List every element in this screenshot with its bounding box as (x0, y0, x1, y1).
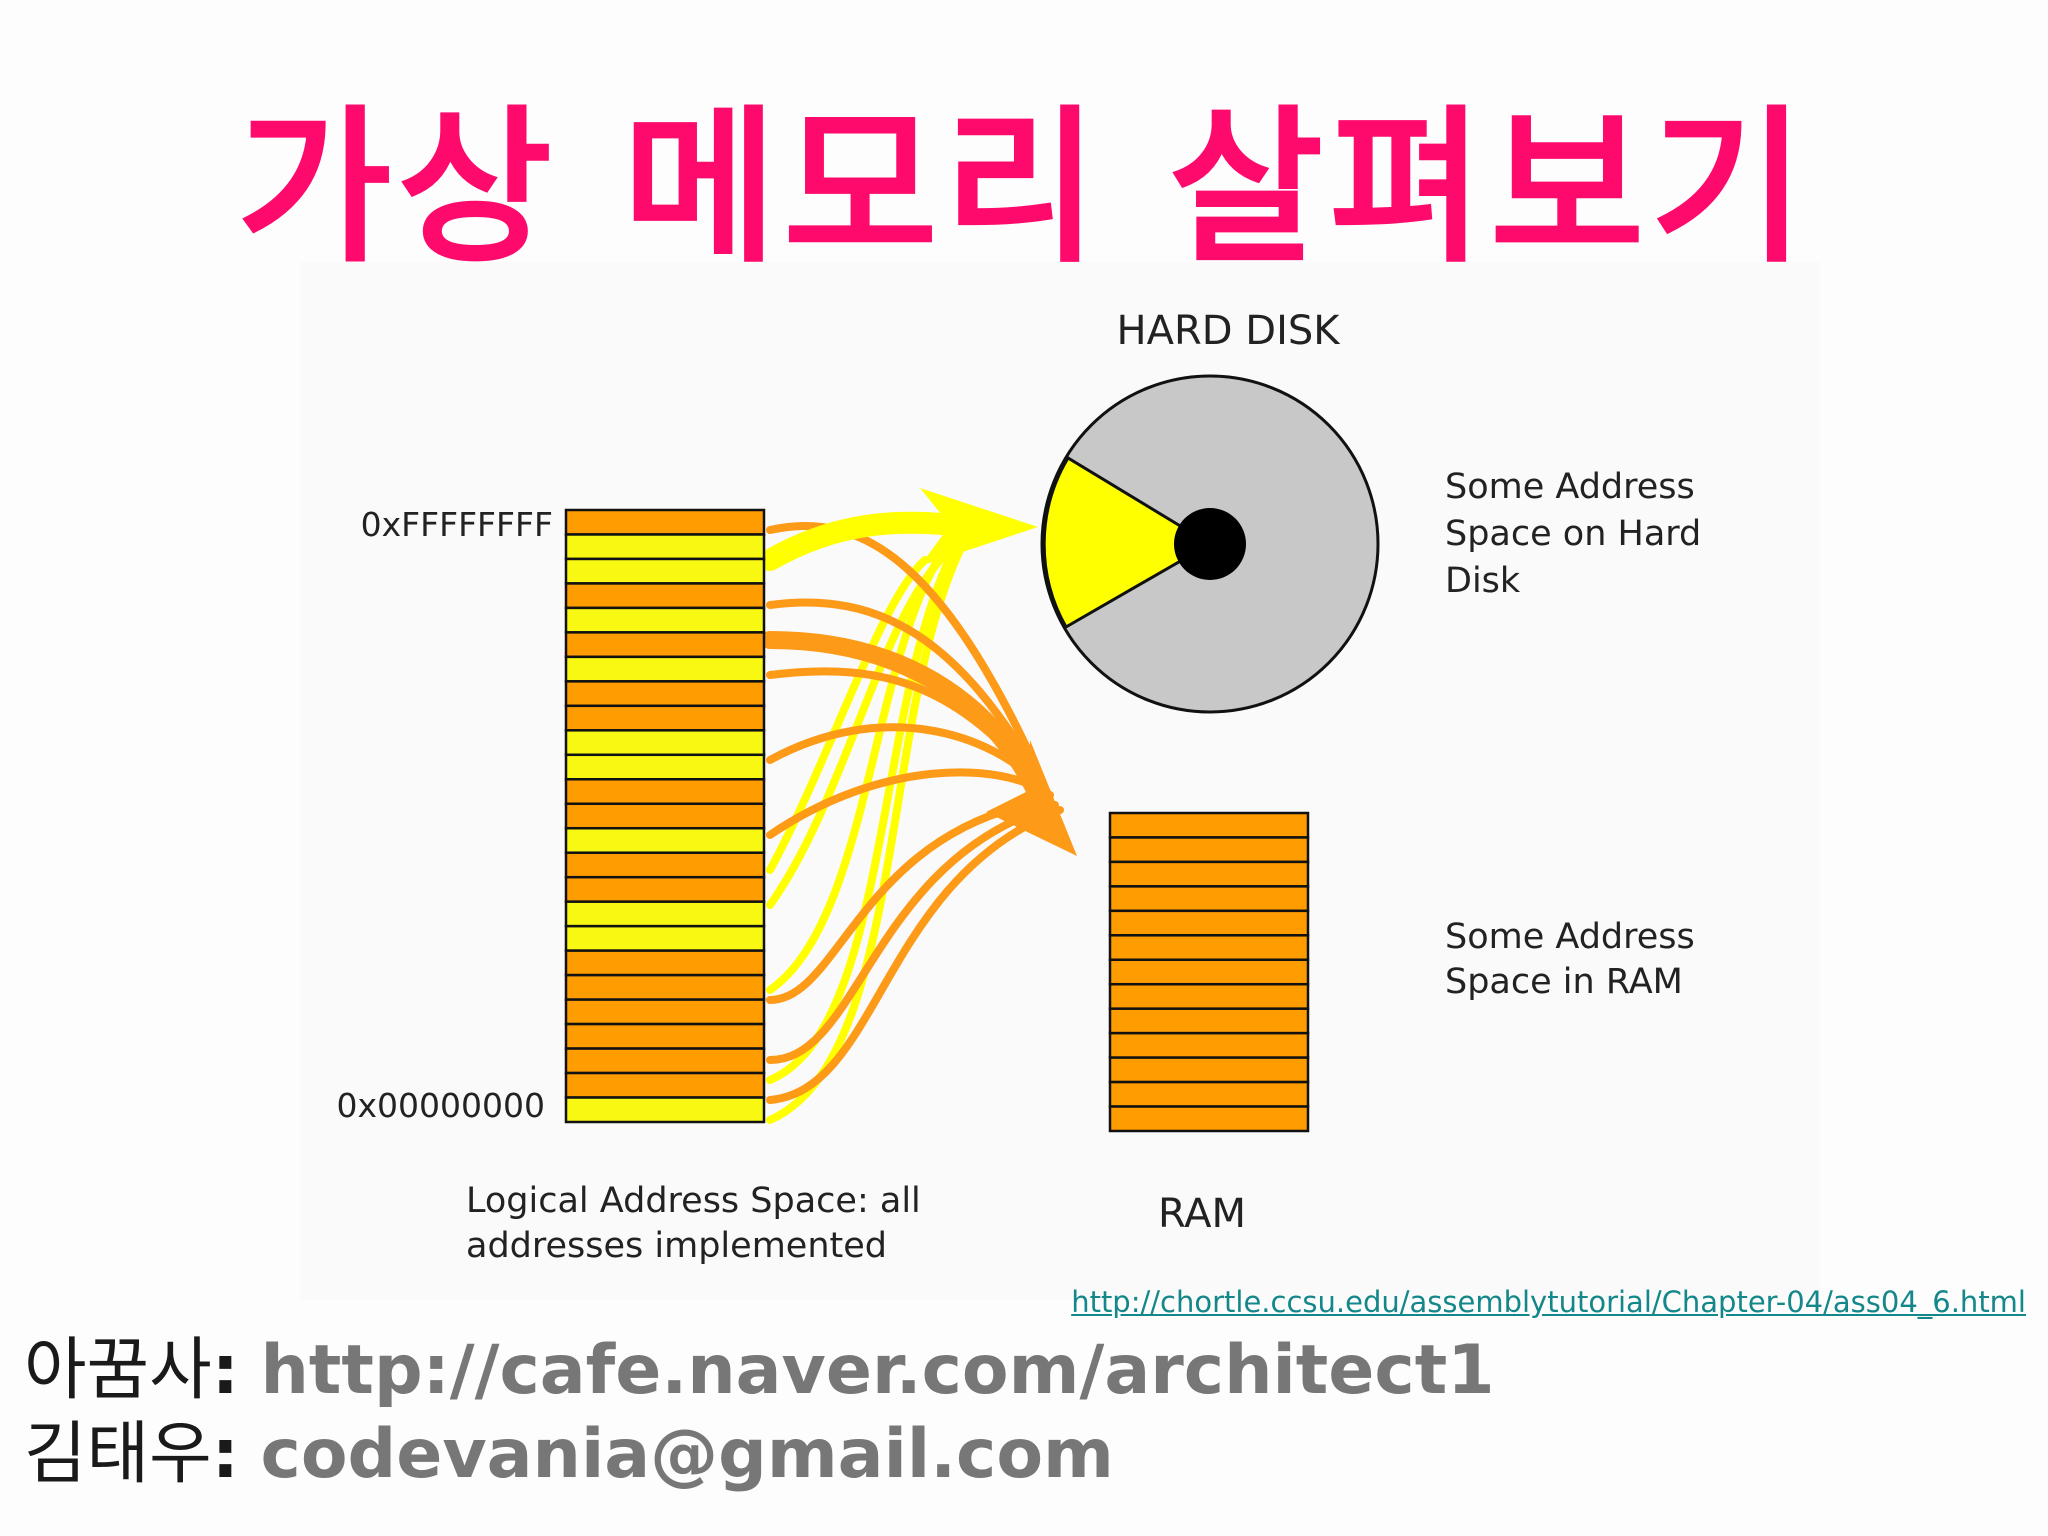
yellow-arrow-shaft (759, 511, 966, 571)
logical-address-stack (564, 508, 766, 1124)
hard-disk-note-line: Disk (1445, 561, 1521, 601)
ram-row (1108, 1080, 1310, 1108)
ram-row (1108, 958, 1310, 986)
mapping-arrows (759, 488, 1077, 1124)
address-top-label: 0xFFFFFFFF (361, 505, 553, 544)
logical-row (564, 875, 766, 903)
logical-row (564, 680, 766, 708)
ram-row (1108, 885, 1310, 913)
logical-caption-line: addresses implemented (466, 1226, 887, 1266)
credit-url[interactable]: http://cafe.naver.com/architect1 (260, 1331, 1495, 1410)
virtual-memory-diagram: HARD DISK Some Address Space on Hard Dis… (300, 262, 1820, 1300)
credit-colon: : (211, 1331, 239, 1410)
logical-row (564, 900, 766, 928)
orange-arrowhead (986, 740, 1077, 856)
logical-row (564, 924, 766, 952)
slide-title: 가상 메모리 살펴보기 (236, 90, 1812, 286)
ram-note-line: Some Address (1445, 917, 1695, 957)
hard-disk-sector (1042, 455, 1213, 630)
credit-email[interactable]: codevania@gmail.com (260, 1415, 1114, 1494)
logical-caption: Logical Address Space: all addresses imp… (466, 1181, 932, 1266)
logical-row (564, 508, 766, 536)
orange-curve (766, 801, 1059, 1064)
logical-row (564, 753, 766, 781)
ram-row (1108, 1056, 1310, 1084)
orange-curve (766, 521, 1039, 769)
credit-line-club: 아꿈사: http://cafe.naver.com/architect1 (24, 1330, 1495, 1412)
logical-row (564, 704, 766, 732)
credit-line-author: 김태우: codevania@gmail.com (24, 1414, 1114, 1496)
ram-stack (1108, 811, 1310, 1133)
logical-row (564, 826, 766, 854)
orange-curve (766, 598, 1044, 784)
ram-row (1108, 909, 1310, 937)
logical-row (564, 1096, 766, 1124)
logical-row (564, 802, 766, 830)
logical-row (564, 778, 766, 806)
credit-colon: : (211, 1415, 239, 1494)
ram-note-line: Space in RAM (1445, 962, 1683, 1002)
ram-row (1108, 860, 1310, 888)
logical-row (564, 1047, 766, 1075)
ram-label: RAM (1158, 1191, 1246, 1237)
logical-row (564, 949, 766, 977)
logical-caption-line: Logical Address Space: all (466, 1181, 921, 1221)
address-bottom-label: 0x00000000 (337, 1086, 546, 1125)
logical-row (564, 655, 766, 683)
diagram-background (300, 262, 1820, 1300)
source-link[interactable]: http://chortle.ccsu.edu/assemblytutorial… (1071, 1285, 2026, 1319)
ram-row (1108, 1105, 1310, 1133)
hard-disk-label: HARD DISK (1117, 308, 1342, 354)
ram-note: Some Address Space in RAM (1445, 917, 1706, 1002)
logical-row (564, 851, 766, 879)
ram-row (1108, 811, 1310, 839)
logical-row (564, 582, 766, 610)
logical-row (564, 998, 766, 1026)
orange-curve (766, 806, 1064, 1104)
logical-row (564, 631, 766, 659)
logical-row (564, 533, 766, 561)
ram-row (1108, 934, 1310, 962)
ram-row (1108, 836, 1310, 864)
orange-arrow-shaft (761, 631, 1044, 799)
logical-row (564, 1071, 766, 1099)
ram-row (1108, 1031, 1310, 1059)
credit-name: 아꿈사 (24, 1331, 212, 1410)
hard-disk-note-line: Some Address (1445, 467, 1695, 507)
hard-disk-note: Some Address Space on Hard Disk (1445, 467, 1712, 601)
logical-row (564, 973, 766, 1001)
yellow-arrowhead (920, 488, 1038, 566)
orange-curve (766, 796, 1054, 1004)
ram-row (1108, 982, 1310, 1010)
credit-name: 김태우 (24, 1415, 212, 1494)
hard-disk-note-line: Space on Hard (1445, 514, 1701, 554)
logical-row (564, 606, 766, 634)
logical-row (564, 1022, 766, 1050)
logical-row (564, 557, 766, 585)
hard-disk-spindle (1174, 508, 1246, 580)
logical-row (564, 729, 766, 757)
ram-row (1108, 1007, 1310, 1035)
